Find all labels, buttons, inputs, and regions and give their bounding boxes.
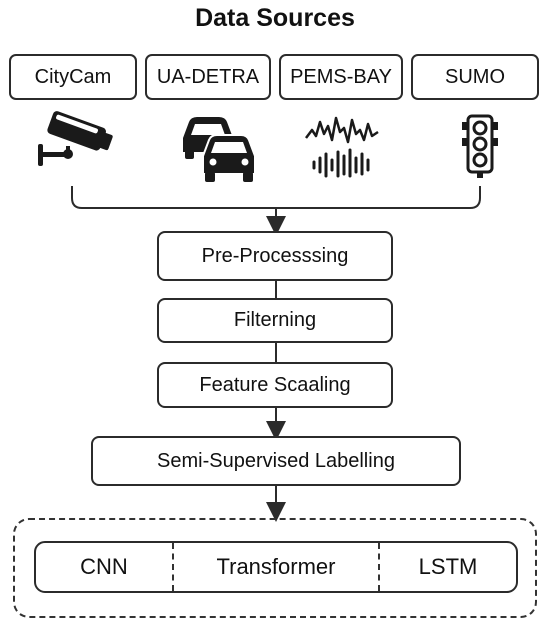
waveform-icon (304, 112, 382, 178)
stage-semi-supervised-labelling: Semi-Supervised Labelling (91, 436, 461, 486)
model-cnn: CNN (36, 543, 174, 591)
source-ua-detra: UA-DETRA (145, 54, 271, 100)
page-title: Data Sources (195, 4, 355, 32)
model-lstm: LSTM (418, 554, 478, 579)
stage-filtering: Filterning (157, 298, 393, 343)
model-group (13, 518, 537, 618)
stage-feature-scaling: Feature Scaaling (157, 362, 393, 408)
source-citycam: CityCam (9, 54, 137, 100)
model-transformer: Transformer (174, 543, 380, 591)
security-camera-icon (28, 108, 118, 172)
source-pems-bay: PEMS-BAY (279, 54, 403, 100)
stage-preprocessing: Pre-Processsing (157, 231, 393, 281)
traffic-light-icon (460, 112, 500, 178)
model-bar: CNN Transformer LSTM (34, 541, 518, 593)
cars-icon (175, 112, 261, 184)
source-sumo: SUMO (411, 54, 539, 100)
sources-merge-bracket (71, 186, 481, 209)
